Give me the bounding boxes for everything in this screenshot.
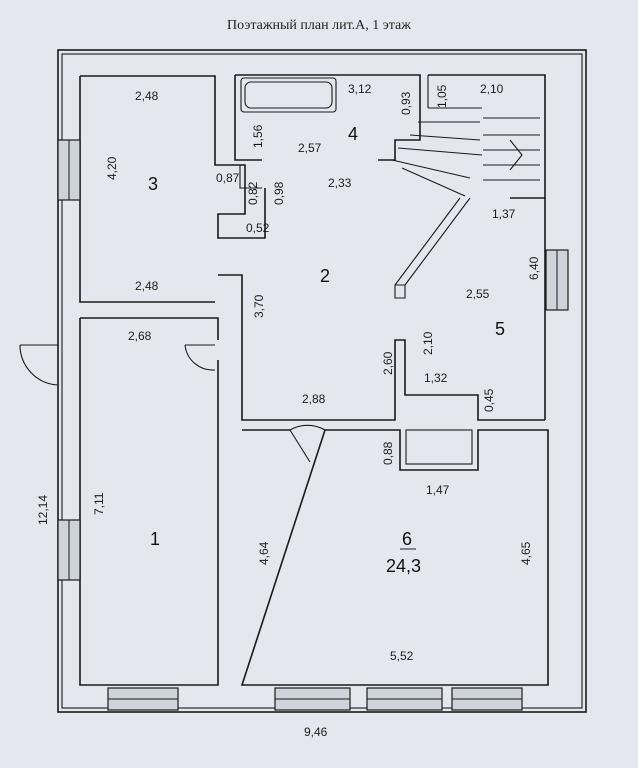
dim-r5-h4: 0,45 [482, 388, 496, 412]
dim-r3-h: 4,20 [105, 156, 119, 180]
plan-title: Поэтажный план лит.А, 1 этаж [227, 18, 411, 33]
dim-r5-w2: 1,32 [424, 371, 448, 385]
dim-r4-h2: 0,93 [399, 91, 413, 115]
outer-wall [57, 49, 587, 713]
dim-r4-h: 1,56 [251, 124, 265, 148]
room-number-6: 6 [402, 529, 412, 549]
dim-width: 9,46 [304, 725, 328, 739]
window-bottom-3 [366, 687, 443, 711]
dim-r5-h3: 2,60 [381, 351, 395, 375]
room-4-left-wall [234, 75, 262, 161]
niche [405, 429, 473, 465]
dim-r6-w: 5,52 [390, 649, 414, 663]
window-bottom-1 [107, 687, 179, 711]
outer-wall-inner [61, 53, 583, 709]
window-bottom-2 [274, 687, 351, 711]
dim-r3-bottom: 2,48 [135, 279, 159, 293]
bathtub-inner [244, 81, 333, 109]
stair-wall [428, 74, 546, 199]
dim-r1-w: 2,68 [128, 329, 152, 343]
room-number-1: 1 [150, 529, 160, 549]
room-number-2: 2 [320, 266, 330, 286]
room-6-area: 24,3 [386, 556, 421, 576]
entrance-door [19, 344, 59, 386]
dim-r1-h: 7,11 [92, 492, 106, 515]
room-1-wall [79, 317, 219, 686]
room-3-wall [80, 75, 266, 239]
room-3-niche [239, 165, 262, 189]
dim-r6-niche-h: 0,88 [381, 441, 395, 465]
dim-r5-w: 2,55 [466, 287, 490, 301]
dim-r5-top2: 2,10 [480, 82, 504, 96]
window-right [545, 249, 569, 311]
window-bottom-4 [451, 687, 523, 711]
dim-r4-w3: 2,33 [328, 176, 352, 190]
window-left-bottom [57, 519, 81, 581]
dim-height: 12,14 [36, 495, 50, 525]
room-number-3: 3 [148, 174, 158, 194]
room-1-door [184, 344, 216, 371]
room-6-door [289, 424, 326, 463]
dim-r5-h: 6,40 [527, 256, 541, 280]
dim-r2-h: 3,70 [252, 294, 266, 318]
dim-098: 0,98 [272, 181, 286, 205]
dim-stair: 1,37 [492, 207, 516, 221]
dim-r4-top: 3,12 [348, 82, 372, 96]
room-number-5: 5 [495, 319, 505, 339]
bathtub [240, 77, 337, 113]
dim-r4-w2: 2,57 [298, 141, 322, 155]
room-2-wall [218, 274, 545, 421]
dim-087: 0,87 [216, 171, 240, 185]
room-6-wall [240, 429, 549, 686]
dim-052: 0,52 [246, 221, 270, 235]
room-number-4: 4 [348, 124, 358, 144]
stair-lines [391, 75, 540, 286]
dim-r5-top1: 1,05 [435, 84, 449, 108]
dim-r6-left: 4,64 [257, 541, 271, 565]
dim-r3-top: 2,48 [135, 89, 159, 103]
dim-r6-niche-w: 1,47 [426, 483, 450, 497]
stair-post [394, 284, 406, 299]
dim-r6-right: 4,65 [519, 541, 533, 565]
window-left-top [57, 139, 81, 201]
dim-r5-h2: 2,10 [421, 331, 435, 355]
dim-082: 0,82 [246, 181, 260, 205]
dim-r2-w: 2,88 [302, 392, 326, 406]
